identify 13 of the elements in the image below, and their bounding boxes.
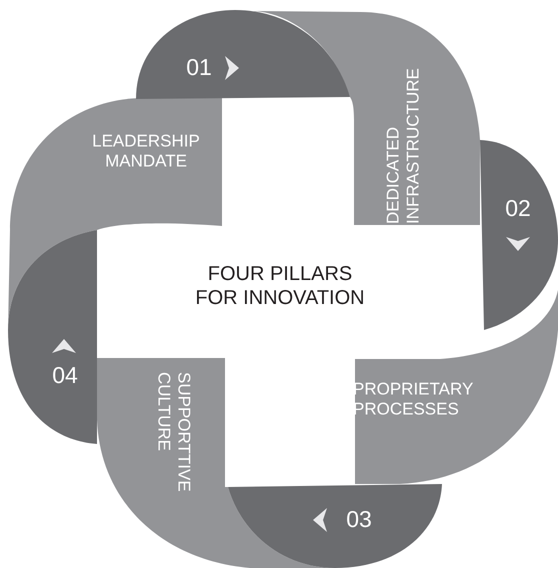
diagram-title: FOUR PILLARS FOR INNOVATION — [194, 262, 366, 310]
step-number: 02 — [504, 195, 532, 223]
number-tab — [227, 483, 443, 568]
step-number: 01 — [185, 54, 213, 82]
pillar-label: LEADERSHIP MANDATE — [91, 132, 201, 172]
pillar-label: DEDICATED INFRASTRUCTURE — [384, 67, 424, 224]
step-number: 04 — [51, 362, 79, 390]
number-tab — [135, 9, 352, 100]
pillar-label: SUPPORTTIVE CULTURE — [153, 372, 194, 494]
number-tab — [7, 229, 98, 445]
step-number: 03 — [345, 506, 373, 534]
number-tab — [479, 139, 558, 332]
pillar-label: PROPRIETARY PROCESSES — [353, 380, 474, 420]
